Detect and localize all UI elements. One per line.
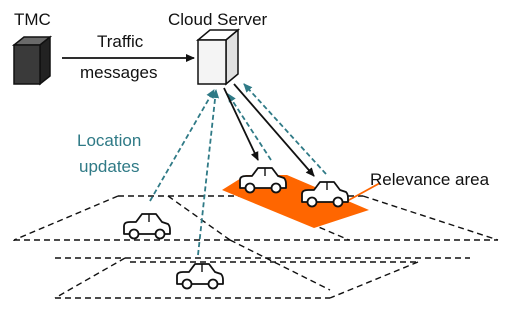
location-update-arrow-2	[197, 89, 220, 256]
location-label-line1: Location	[77, 131, 141, 150]
location-label-line2: updates	[79, 157, 140, 176]
relevance-area-label: Relevance area	[370, 170, 490, 189]
traffic-label-line2: messages	[80, 63, 157, 82]
tmc-label: TMC	[14, 10, 51, 29]
cloud-server-label: Cloud Server	[168, 10, 268, 29]
tmc-server-icon	[11, 35, 53, 86]
car-icon-4	[176, 263, 224, 290]
cloud-server-icon	[195, 28, 241, 86]
road-grid	[13, 195, 499, 299]
traffic-label-line1: Traffic	[97, 32, 144, 51]
message-to-car-2-arrow	[233, 83, 315, 177]
message-to-car-1-arrow	[223, 87, 259, 161]
location-update-arrow-4	[243, 83, 327, 175]
location-update-arrow-3	[227, 93, 272, 161]
car-icon-3	[123, 213, 171, 240]
car-icon-relevant-1	[239, 167, 287, 194]
location-update-arrow-1	[149, 89, 215, 202]
